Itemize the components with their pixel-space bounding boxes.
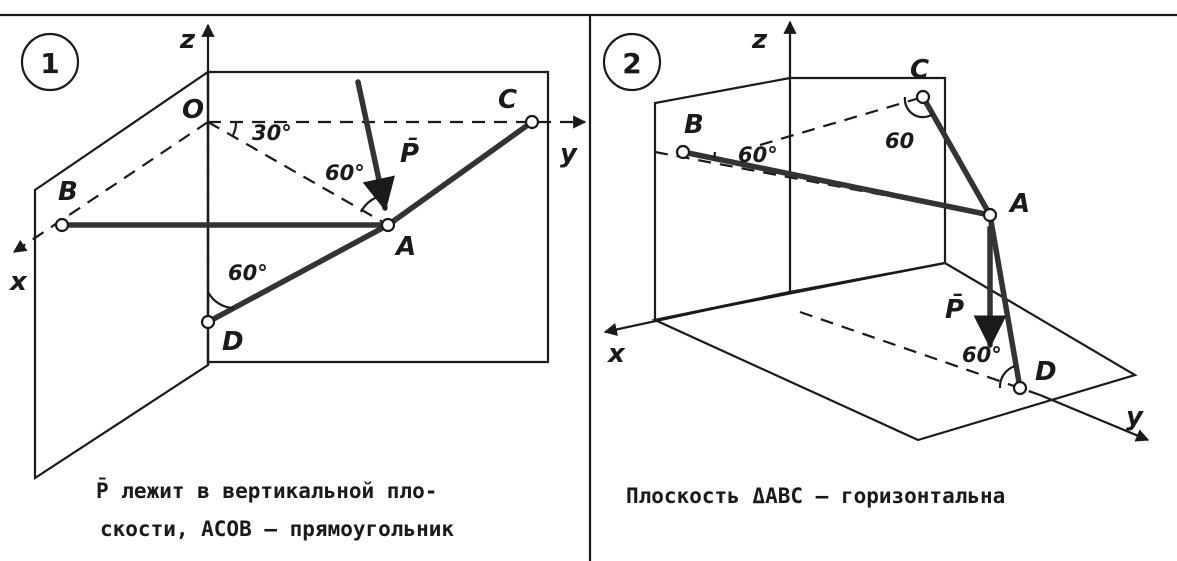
panel-1-number-circle — [20, 32, 80, 92]
panel-1-member-a-d — [205, 222, 391, 325]
panel-1-point-a — [380, 217, 396, 233]
panel-2-y-axis — [1039, 393, 1150, 442]
panel-1-x-label: x — [8, 267, 28, 297]
panel-1-back-plane — [206, 70, 550, 364]
panel-1-angle-60-d: 60° — [228, 261, 268, 285]
panel-2-angle-60-d: 60° — [962, 343, 1002, 367]
panel-1-label-o: O — [182, 95, 204, 125]
panel-2-z-label: z — [751, 25, 768, 55]
panel-1-force-arrow — [355, 79, 395, 212]
panel-1-member-a-c — [385, 119, 535, 228]
panel-1-y-label: y — [560, 139, 578, 169]
panel-1-label-d: D — [222, 327, 244, 357]
panel-1-label-a: A — [394, 232, 416, 262]
panel-2-point-a — [982, 207, 998, 223]
panel-2: 2 z x y P̄ 60° 60 60° — [602, 20, 1150, 508]
panel-2-x-axis — [603, 290, 791, 336]
panel-1-caption-line-1: P̄ лежит в вертикальной пло- — [96, 478, 437, 503]
panel-1-arc-60-d — [207, 291, 235, 310]
panel-2-angle-60-b: 60° — [738, 143, 778, 167]
panel-2-angle-60-c: 60 — [885, 129, 914, 153]
panel-1-point-d — [200, 314, 216, 330]
panel-2-label-a: A — [1008, 189, 1030, 219]
panel-1: 1 z y x P̄ 30° 60° 60° O — [8, 23, 587, 541]
panel-2-dash-3 — [799, 310, 1041, 397]
panel-2-arc-60-b — [712, 151, 717, 159]
panel-2-arc-60-d — [998, 364, 1016, 389]
panel-2-point-d — [1012, 380, 1028, 396]
panel-1-number: 1 — [40, 47, 59, 80]
panel-1-point-c — [524, 114, 540, 130]
panel-1-point-b — [54, 217, 70, 233]
panel-2-dash-1 — [654, 150, 991, 217]
panel-2-label-b: B — [684, 110, 704, 140]
panel-1-angle-60-force: 60° — [325, 161, 365, 185]
panel-2-arc-60-c — [903, 96, 934, 119]
panel-1-label-c: C — [498, 85, 517, 115]
panel-1-z-label: z — [179, 25, 196, 55]
panel-1-dash-o-a — [207, 121, 389, 226]
panel-2-point-b — [675, 144, 691, 160]
panel-2-caption: Плоскость ΔABC – горизонтальна — [626, 484, 1005, 508]
panel-2-floor-plane — [651, 261, 1138, 442]
panel-2-number: 2 — [622, 47, 641, 80]
panel-2-force-label: P̄ — [945, 292, 964, 325]
panel-2-member-c-a — [920, 94, 993, 218]
panel-2-point-c — [915, 89, 931, 105]
panel-1-arc-60-force — [360, 194, 382, 213]
panel-2-label-c: C — [910, 55, 929, 85]
panel-1-label-b: B — [58, 177, 78, 207]
panel-2-number-circle — [602, 32, 662, 92]
panel-2-x-label: x — [606, 339, 626, 369]
panel-2-member-a-d — [987, 212, 1023, 391]
panel-1-vertical-plane — [33, 69, 210, 481]
panel-1-caption-line-2: скости, ACOB – прямоугольник — [100, 517, 454, 541]
panel-2-y-label: y — [1126, 402, 1144, 432]
panel-1-force-label: P̄ — [400, 136, 419, 169]
panel-1-x-axis — [12, 121, 209, 253]
panel-2-member-b-a — [680, 149, 993, 218]
panel-2-dash-2 — [759, 95, 924, 147]
panel-1-angle-30: 30° — [252, 121, 292, 145]
panel-1-arc-30 — [231, 121, 238, 138]
panel-2-label-d: D — [1035, 357, 1057, 387]
